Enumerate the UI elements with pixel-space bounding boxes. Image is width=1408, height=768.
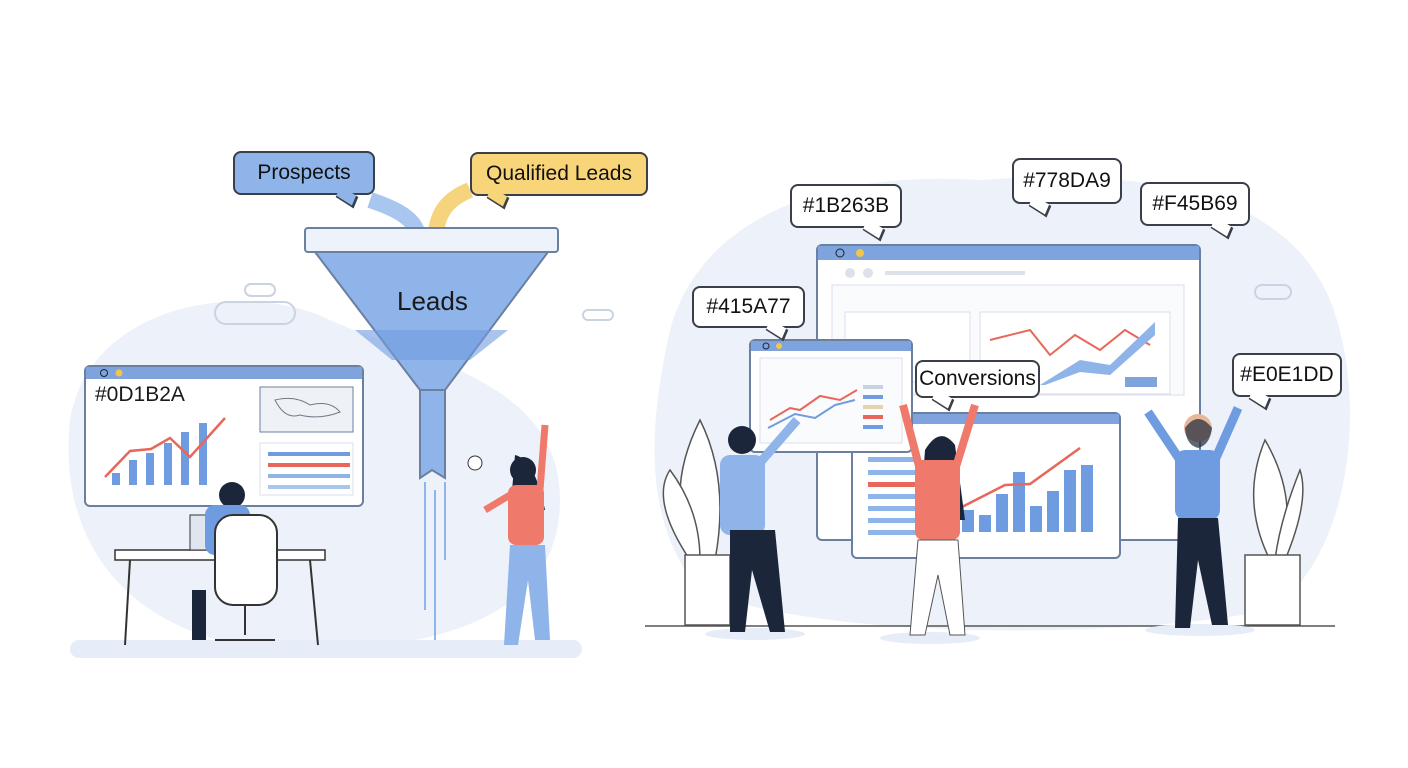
left-dashboard-window: [84, 365, 364, 507]
celebrating-woman-right: [899, 403, 979, 636]
celebrating-man: [1144, 406, 1243, 628]
prospects-bubble: Prospects: [233, 151, 375, 195]
funnel: [304, 227, 559, 640]
celebrating-woman-left: [467, 424, 550, 645]
color-bubble-e0e1dd: #E0E1DD: [1232, 353, 1342, 397]
trend-window: [749, 339, 913, 453]
conversions-bubble: Conversions: [915, 360, 1040, 398]
funnel-label: Leads: [397, 286, 468, 316]
left-floor: [70, 640, 582, 658]
dashboard-title: #0D1B2A: [95, 383, 185, 406]
color-bubble-415a77: #415A77: [692, 286, 805, 328]
qualified-leads-bubble: Qualified Leads: [470, 152, 648, 196]
man-pointing: [720, 417, 801, 632]
color-bubble-1b263b: #1B263B: [790, 184, 902, 228]
color-bubble-778da9: #778DA9: [1012, 158, 1122, 204]
person-at-desk: [114, 482, 326, 646]
plants: [662, 418, 1304, 626]
color-bubble-f45b69: #F45B69: [1140, 182, 1250, 226]
